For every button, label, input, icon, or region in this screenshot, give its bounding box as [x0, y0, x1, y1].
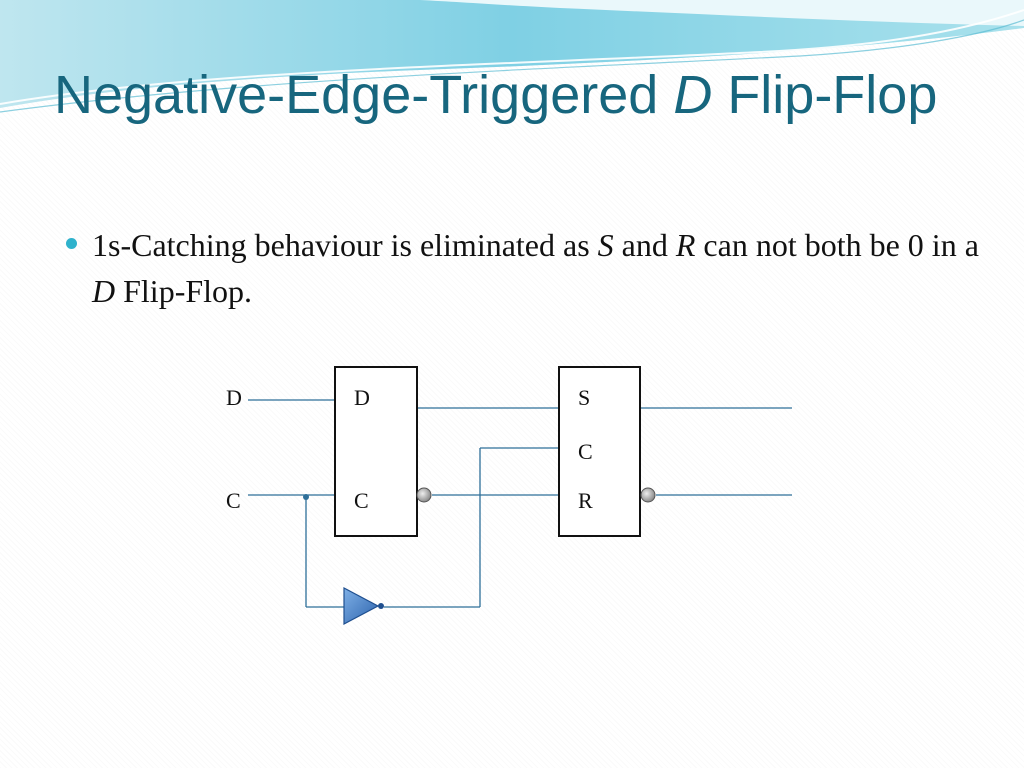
bullet-italic-r: R — [675, 227, 696, 263]
latch-2-negation-bubble-icon — [640, 487, 656, 503]
latch-1-negation-bubble-icon — [416, 487, 432, 503]
title-text-2: Flip-Flop — [712, 65, 938, 125]
junction-dot — [303, 494, 309, 500]
latch-2-label-c: C — [578, 439, 593, 464]
bullet-italic-d: D — [92, 273, 116, 309]
latch-1-label-d: D — [354, 385, 370, 410]
bullet-text: 1s-Catching behaviour is eliminated as S… — [92, 222, 992, 314]
latch-2-label-s: S — [578, 385, 590, 410]
input-label-c: C — [226, 488, 241, 513]
inverter-triangle-icon — [343, 587, 380, 625]
title-text-1: Negative-Edge-Triggered — [54, 65, 674, 125]
latch-2-label-r: R — [578, 488, 593, 513]
title-italic-d: D — [673, 65, 713, 125]
bullet-italic-s: S — [597, 227, 614, 263]
bullet-text-part-2: and — [613, 227, 676, 263]
inverter-bubble-icon — [378, 603, 384, 609]
latch-2-box — [558, 366, 641, 537]
latch-1-box — [334, 366, 418, 537]
latch-1-label-c: C — [354, 488, 369, 513]
input-label-d: D — [226, 385, 242, 410]
header-wave-decoration — [0, 0, 1024, 113]
slide-title: Negative-Edge-Triggered D Flip-Flop — [54, 58, 954, 132]
bullet-text-part-3: can not both be 0 in a — [695, 227, 979, 263]
bullet-text-part-1: 1s-Catching behaviour is eliminated as — [92, 227, 598, 263]
bullet-text-part-4: Flip-Flop. — [115, 273, 253, 309]
bullet-dot-icon — [66, 238, 77, 249]
